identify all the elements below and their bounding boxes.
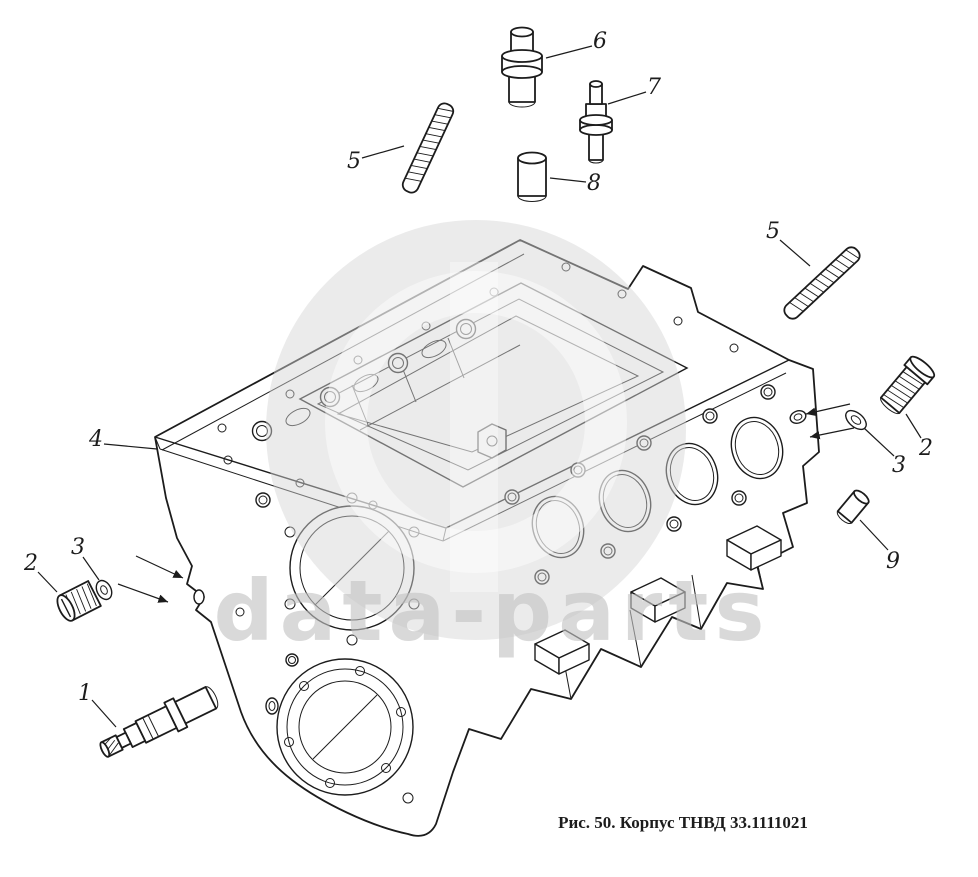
leader-line-8: [549, 177, 587, 183]
deck-front-right-edge: [445, 359, 790, 529]
bore-4: [730, 416, 784, 480]
part-2-plug-right: [880, 355, 936, 415]
figure-caption: Рис. 50. Корпус ТНВД 33.1111021: [558, 813, 808, 832]
right-face-bores: [504, 384, 807, 585]
leader-line-2-left: [37, 571, 58, 593]
deck-corner-tick: [154, 436, 161, 450]
callout-numbers: 6 7 8 5 5 2 3 9 4 2 3 1: [23, 29, 933, 706]
watermark-disc: [266, 220, 686, 640]
leader-line-3-right: [863, 427, 895, 457]
deck-thickness-back: [161, 253, 525, 451]
part-8-bushing: [517, 151, 547, 202]
deck-corner-tick2: [442, 527, 447, 542]
plug-hole-left: [193, 589, 205, 605]
crankcase-feet: [534, 525, 782, 700]
callout-6: 6: [593, 29, 607, 54]
part-5-stud-right: [783, 246, 861, 320]
leader-line-3-left: [82, 556, 100, 581]
part-2-plug-left: [56, 580, 102, 622]
callout-8: 8: [587, 171, 601, 196]
part-9-plug: [836, 489, 870, 524]
arrow-left-upper: [135, 555, 184, 579]
callout-leaders: [37, 45, 922, 728]
watermark-ring: [325, 271, 627, 573]
leader-line-5-right: [779, 239, 811, 267]
watermark-bar: [450, 262, 498, 592]
leader-line-5-top: [361, 145, 405, 159]
part-5-stud-top: [401, 102, 455, 194]
leader-line-4: [103, 443, 158, 450]
arrow-right-upper: [805, 403, 851, 417]
callout-2-right: 2: [918, 436, 933, 461]
arrow-right-lower: [809, 427, 855, 440]
callout-1: 1: [78, 681, 92, 706]
part-3-washer-left: [95, 579, 113, 601]
assembly-direction-arrows: [117, 403, 855, 603]
bore-2: [598, 469, 652, 533]
leader-line-1: [91, 699, 117, 728]
arrow-left-lower: [117, 583, 169, 603]
callout-3-left: 3: [71, 535, 85, 560]
callout-4: 4: [88, 427, 103, 452]
watermark: data-parts: [214, 220, 771, 660]
leader-line-9: [859, 519, 889, 551]
part-1-shaft: [99, 686, 219, 758]
callout-5-top: 5: [347, 149, 361, 174]
pump-housing-body: [154, 239, 820, 837]
bore-1: [531, 495, 585, 559]
front-face-openings: [193, 492, 420, 804]
deck-front-left-edge: [154, 436, 447, 529]
leader-line-6: [545, 45, 593, 59]
leader-line-7: [607, 91, 647, 105]
deck-thickness-front-right: [442, 372, 787, 542]
cavity-bracket: [477, 423, 507, 459]
part-6-union: [501, 26, 543, 108]
callout-3-right: 3: [892, 453, 906, 478]
leader-line-2-right: [905, 413, 922, 439]
watermark-text: data-parts: [214, 562, 771, 660]
part-3-washer-right: [845, 409, 867, 431]
bore-3: [665, 442, 719, 506]
callout-7: 7: [647, 75, 661, 100]
plug-hole-right: [789, 410, 807, 424]
deck-holes: [217, 262, 739, 510]
callout-2-left: 2: [23, 551, 38, 576]
callout-9: 9: [886, 549, 900, 574]
callout-5-right: 5: [766, 219, 780, 244]
part-7-fitting: [579, 80, 613, 164]
